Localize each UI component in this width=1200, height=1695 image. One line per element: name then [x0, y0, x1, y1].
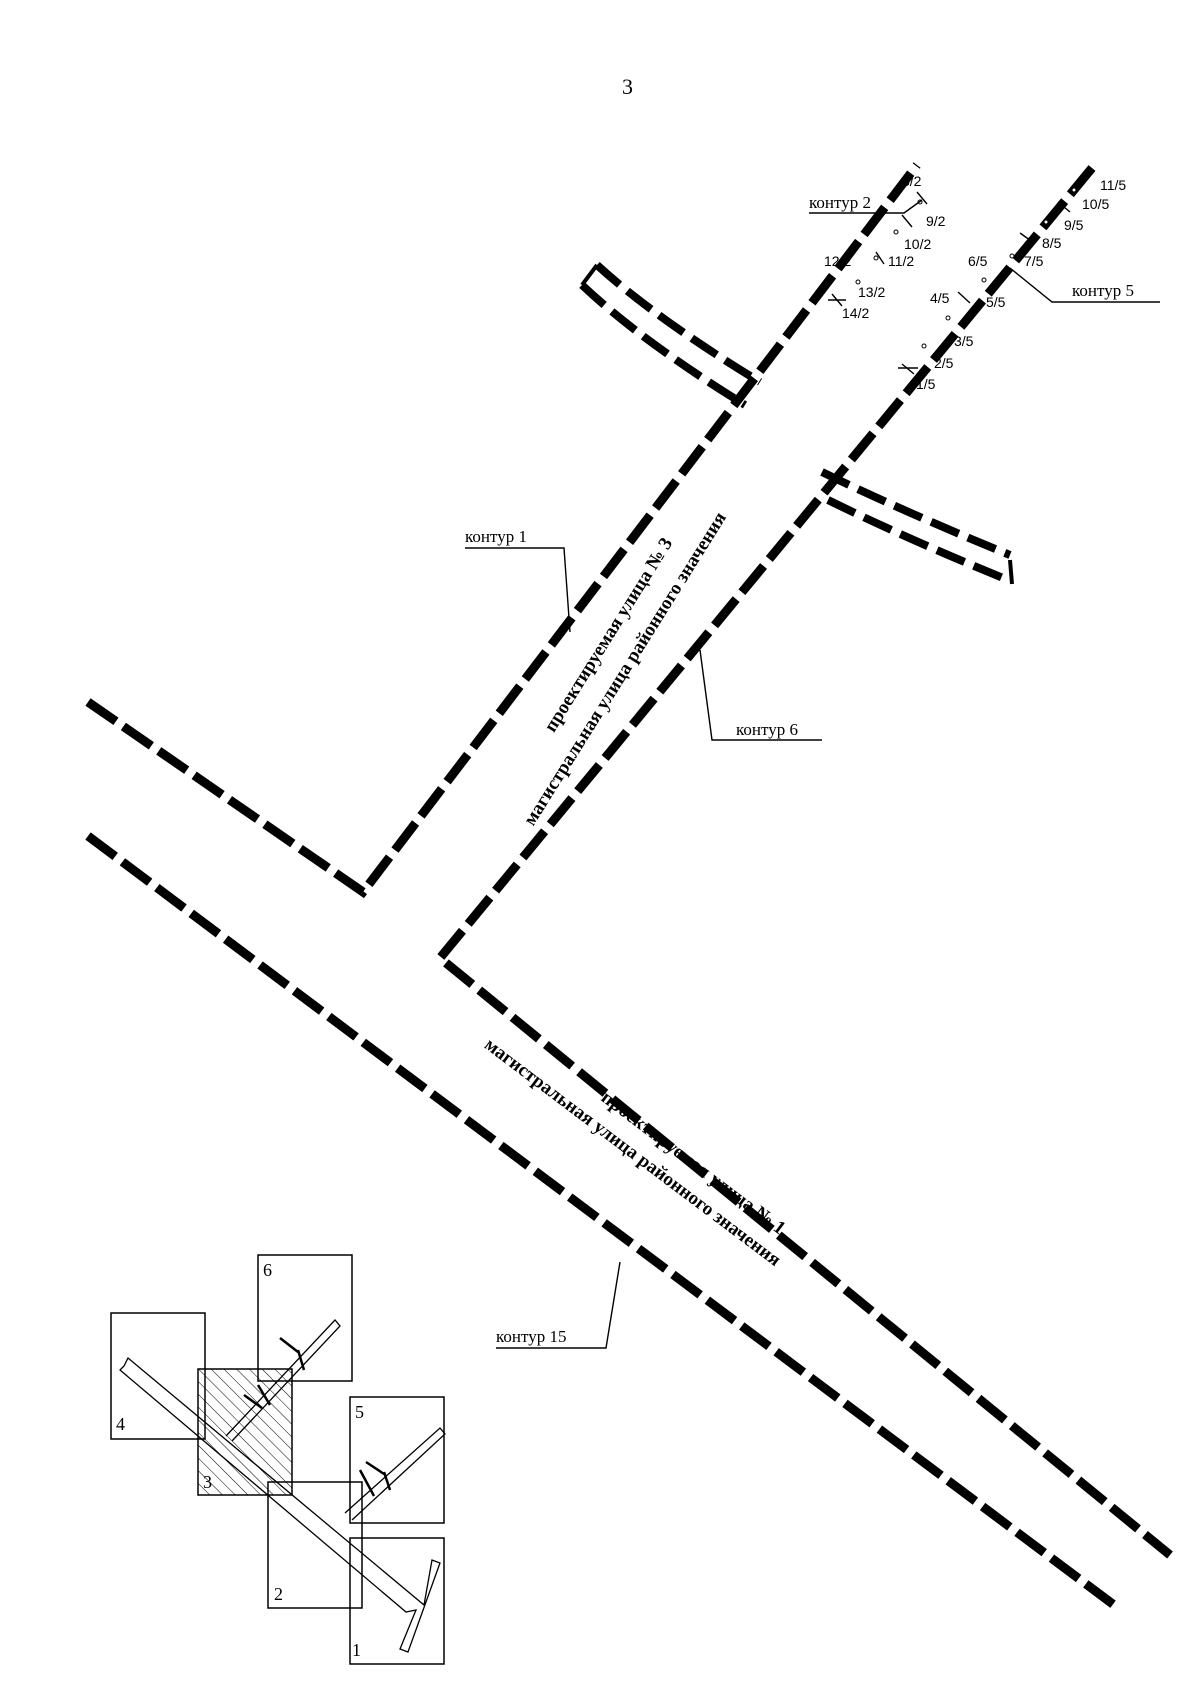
street-1-line1: проектируемая улица № 1	[597, 1087, 789, 1239]
label-contour-1: контур 1	[465, 527, 527, 546]
label-contour-15: контур 15	[496, 1327, 566, 1346]
index-sheet-4	[110, 1312, 206, 1440]
street-3-line2: магистральная улица районного значения	[520, 508, 731, 829]
index-sheet-3-fill	[197, 1368, 293, 1496]
point-label: 11/5	[1100, 177, 1126, 193]
index-sheet-5	[349, 1396, 445, 1524]
point-label: 1/5	[916, 376, 936, 392]
point-label: 13/2	[858, 284, 885, 300]
point-label: 10/5	[1082, 196, 1109, 212]
points-contour-2: 8/2 9/2 10/2 12/2 11/2 13/2 14/2	[824, 173, 946, 321]
street-1-name: проектируемая улица № 1 магистральная ул…	[480, 1034, 789, 1270]
index-sheet-1	[349, 1537, 445, 1665]
point-label: 5/5	[986, 294, 1006, 310]
point-label: 9/2	[926, 213, 946, 229]
point-label: 12/2	[824, 253, 851, 269]
street-3-name: проектируемая улица № 3 магистральная ул…	[520, 508, 731, 829]
index-sheet-4-label: 4	[116, 1414, 125, 1434]
boundary-contour-1	[85, 162, 921, 899]
point-markers	[828, 187, 1077, 375]
label-contour-5: контур 5	[1072, 281, 1134, 300]
boundaries	[85, 162, 1173, 1612]
point-label: 8/2	[902, 173, 922, 189]
index-map: 6 4 5 3 2 1	[110, 1254, 446, 1665]
point-label: 4/5	[930, 290, 950, 306]
boundary-contour-6	[433, 165, 1173, 1559]
label-contour-6: контур 6	[736, 720, 798, 739]
label-contour-2: контур 2	[809, 193, 871, 212]
index-crossing-ticks	[243, 1337, 392, 1497]
index-sheet-3-label: 3	[203, 1472, 212, 1492]
point-label: 2/5	[934, 355, 954, 371]
point-label: 10/2	[904, 236, 931, 252]
point-label: 9/5	[1064, 217, 1084, 233]
street-1-line2: магистральная улица районного значения	[480, 1034, 784, 1270]
crossing-road-lower	[820, 468, 1014, 585]
index-sheet-2-label: 2	[274, 1584, 283, 1604]
contour-labels: контур 2 контур 5 контур 1 контур 6 конт…	[465, 193, 1160, 1349]
point-label: 11/2	[888, 253, 914, 269]
crossing-road-upper	[579, 262, 763, 409]
point-label: 6/5	[968, 253, 988, 269]
points-contour-5: 11/5 10/5 9/5 8/5 6/5 7/5 4/5 5/5 3/5 2/…	[916, 177, 1126, 392]
point-label: 7/5	[1024, 253, 1044, 269]
index-sheet-1-label: 1	[352, 1640, 361, 1660]
index-sheet-5-label: 5	[355, 1402, 364, 1422]
point-label: 3/5	[954, 333, 974, 349]
index-sheet-2	[267, 1481, 363, 1609]
page-number: 3	[622, 74, 633, 99]
point-label: 8/5	[1042, 235, 1062, 251]
index-sheet-6	[257, 1254, 353, 1382]
point-label: 14/2	[842, 305, 869, 321]
index-sheet-6-label: 6	[263, 1260, 272, 1280]
index-street-outline	[119, 1319, 446, 1653]
